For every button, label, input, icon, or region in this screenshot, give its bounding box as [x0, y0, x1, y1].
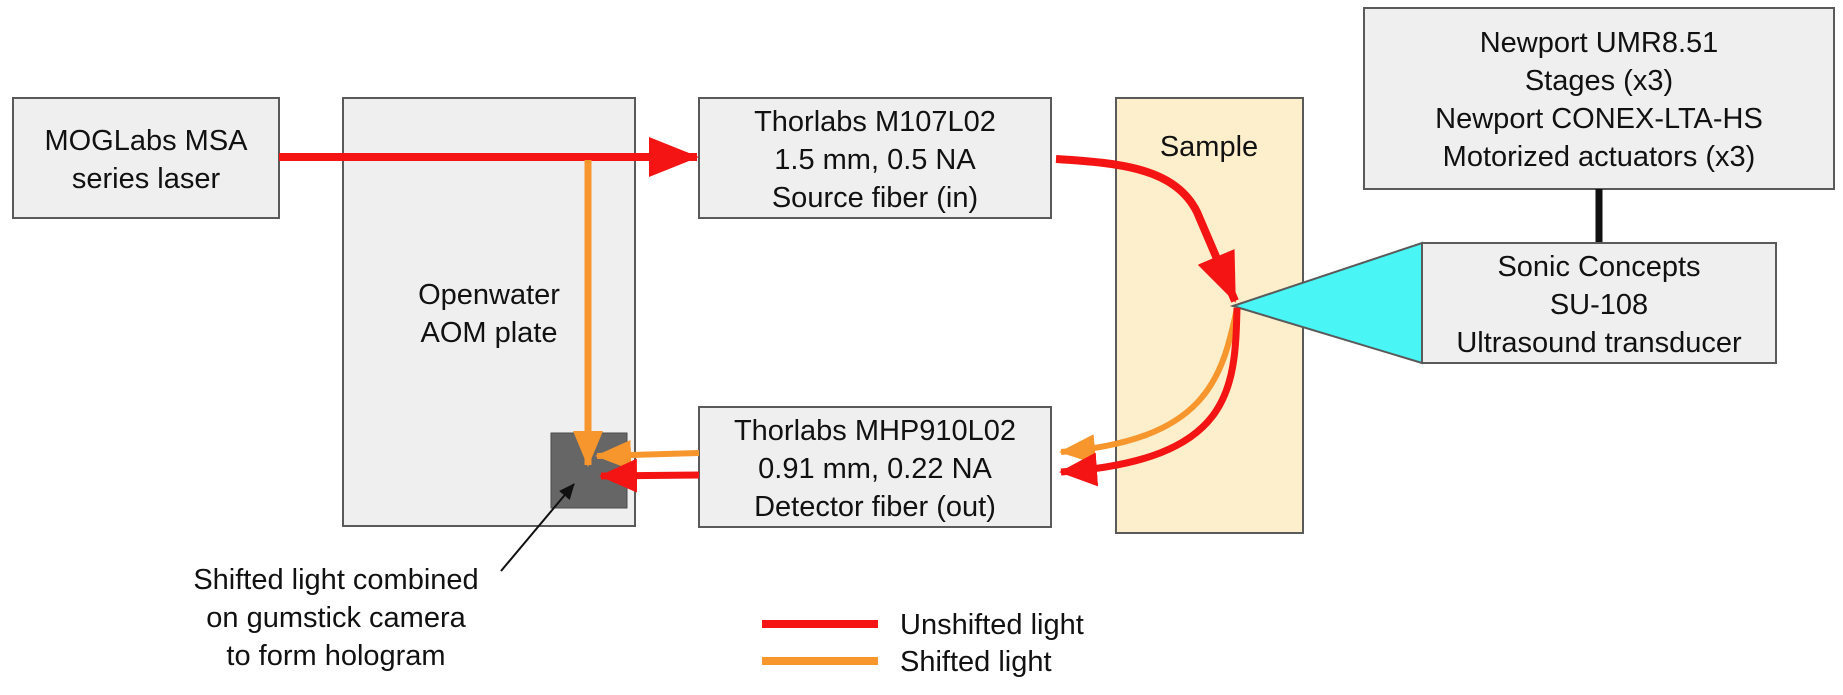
- source-fiber-label-line-1: Thorlabs M107L02: [754, 106, 996, 138]
- stages-label-line-3: Newport CONEX-LTA-HS: [1435, 103, 1763, 135]
- source-fiber-label-line-2: 1.5 mm, 0.5 NA: [774, 144, 976, 176]
- sample-unshifted-return-beam: [1059, 307, 1241, 487]
- detector-shifted-to-camera-beam: [595, 440, 700, 470]
- detector-fiber-label-line-1: Thorlabs MHP910L02: [734, 415, 1016, 447]
- laser-box: MOGLabs MSA series laser: [12, 97, 280, 219]
- stages-label-line-2: Stages (x3): [1525, 65, 1673, 97]
- sample-label: Sample: [1160, 131, 1258, 163]
- transducer-label-line-2: SU-108: [1550, 289, 1648, 321]
- annotation-pointer-arrow: [500, 483, 575, 572]
- transducer-box: Sonic Concepts SU-108 Ultrasound transdu…: [1421, 242, 1777, 364]
- legend-unshifted-label: Unshifted light: [900, 609, 1084, 641]
- detector-fiber-label-line-3: Detector fiber (out): [754, 491, 996, 523]
- source-fiber-box: Thorlabs M107L02 1.5 mm, 0.5 NA Source f…: [698, 97, 1052, 219]
- legend-shifted-label: Shifted light: [900, 646, 1052, 678]
- legend: Unshifted light Shifted light: [762, 609, 1084, 678]
- detector-fiber-label-line-2: 0.91 mm, 0.22 NA: [758, 453, 992, 485]
- transducer-label-line-1: Sonic Concepts: [1497, 251, 1700, 283]
- source-fiber-label-line-3: Source fiber (in): [772, 182, 978, 214]
- transducer-label-line-3: Ultrasound transducer: [1456, 327, 1742, 359]
- sample-shifted-return-beam: [1059, 307, 1240, 465]
- annotation-line-2: on gumstick camera: [206, 602, 466, 634]
- stages-label-line-4: Motorized actuators (x3): [1443, 141, 1756, 173]
- detector-unshifted-to-camera-beam: [599, 458, 700, 493]
- aom-plate-label-line-2: AOM plate: [421, 317, 558, 349]
- stages-box: Newport UMR8.51 Stages (x3) Newport CONE…: [1363, 7, 1835, 190]
- annotation-line-3: to form hologram: [226, 640, 445, 672]
- source-fiber-to-sample-beam: [1055, 155, 1239, 303]
- camera-annotation: Shifted light combined on gumstick camer…: [193, 564, 478, 672]
- annotation-line-1: Shifted light combined: [193, 564, 478, 596]
- detector-fiber-box: Thorlabs MHP910L02 0.91 mm, 0.22 NA Dete…: [698, 406, 1052, 528]
- ultrasound-beam-cone: [1229, 241, 1423, 365]
- laser-label-line-1: MOGLabs MSA: [44, 125, 248, 157]
- stages-label-line-1: Newport UMR8.51: [1480, 27, 1719, 59]
- aom-plate-label-line-1: Openwater: [418, 279, 560, 311]
- laser-label-line-2: series laser: [72, 163, 221, 195]
